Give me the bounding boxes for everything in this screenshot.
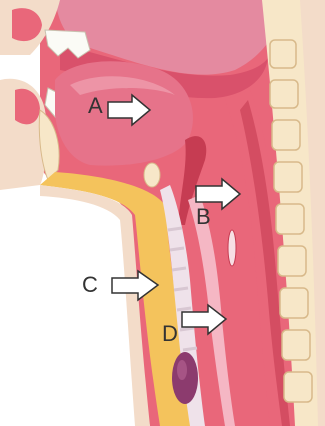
vertebra-8	[282, 330, 310, 360]
vertebra-9	[284, 372, 312, 402]
vertebra-7	[280, 288, 308, 318]
label-c: C	[82, 274, 98, 296]
vertebra-6	[278, 246, 306, 276]
vertebra-3	[272, 120, 300, 150]
vertebra-4	[274, 162, 302, 192]
vertebra-1	[270, 40, 296, 68]
label-b: B	[196, 206, 211, 228]
label-a: A	[88, 95, 103, 117]
vertebra-5	[276, 204, 304, 234]
label-d: D	[162, 323, 178, 345]
thyroid-highlight	[177, 360, 187, 380]
vertebra-2	[270, 80, 298, 108]
hyoid-bone	[144, 163, 160, 187]
vocal-fold	[228, 230, 236, 266]
